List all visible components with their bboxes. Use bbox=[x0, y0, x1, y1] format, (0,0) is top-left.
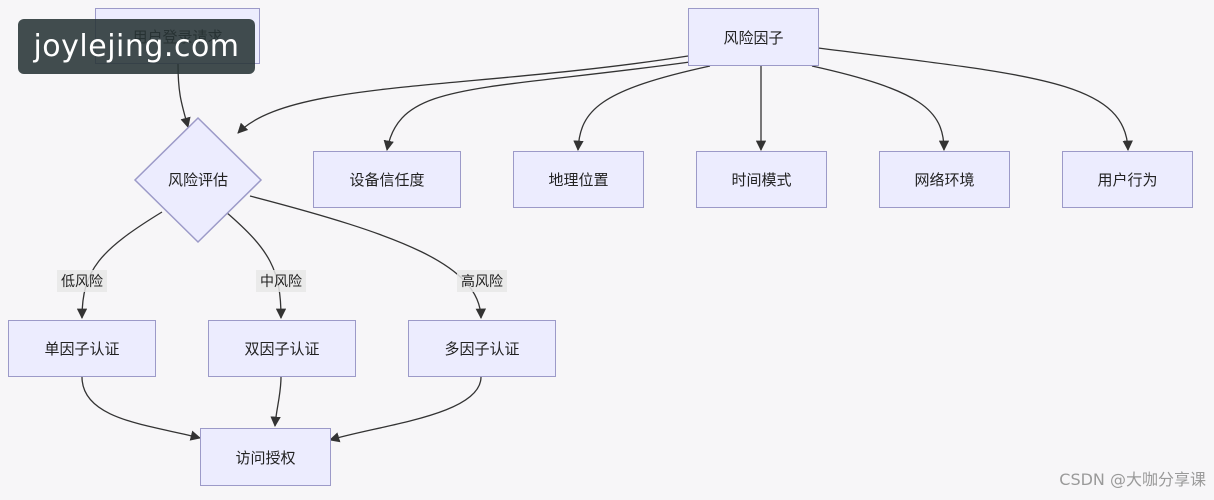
node-device-trust: 设备信任度 bbox=[313, 151, 461, 208]
node-single-factor-auth: 单因子认证 bbox=[8, 320, 156, 377]
edge-label-low-risk: 低风险 bbox=[57, 270, 107, 292]
watermark-banner: joylejing.com bbox=[18, 19, 255, 74]
edge-two-to-access bbox=[270, 376, 282, 428]
edge-assessment-to-two bbox=[225, 211, 287, 320]
edge-factors-to-geo bbox=[573, 65, 711, 152]
edge-multi-to-access bbox=[329, 376, 482, 443]
edge-assessment-to-multi bbox=[249, 195, 487, 320]
node-time-pattern: 时间模式 bbox=[696, 151, 827, 208]
edge-factors-to-behavior bbox=[817, 47, 1133, 152]
source-credit: CSDN @大咖分享课 bbox=[1059, 470, 1206, 489]
node-geo-location: 地理位置 bbox=[513, 151, 644, 208]
edge-factors-to-device bbox=[383, 61, 691, 152]
node-multi-factor-auth: 多因子认证 bbox=[408, 320, 556, 377]
node-network-env: 网络环境 bbox=[879, 151, 1010, 208]
risk-assessment-diamond bbox=[133, 116, 263, 244]
edge-single-to-access bbox=[81, 376, 202, 441]
node-risk-assessment: 风险评估 bbox=[167, 170, 228, 189]
node-user-behavior: 用户行为 bbox=[1062, 151, 1193, 208]
node-risk-factors: 风险因子 bbox=[688, 8, 819, 66]
node-access-grant: 访问授权 bbox=[200, 428, 331, 486]
edge-factors-to-assessment bbox=[237, 55, 689, 134]
node-two-factor-auth: 双因子认证 bbox=[208, 320, 356, 377]
edge-label-mid-risk: 中风险 bbox=[256, 270, 306, 292]
edge-label-high-risk: 高风险 bbox=[457, 270, 507, 292]
edge-factors-to-network bbox=[811, 65, 950, 152]
edge-assessment-to-single bbox=[76, 211, 163, 320]
